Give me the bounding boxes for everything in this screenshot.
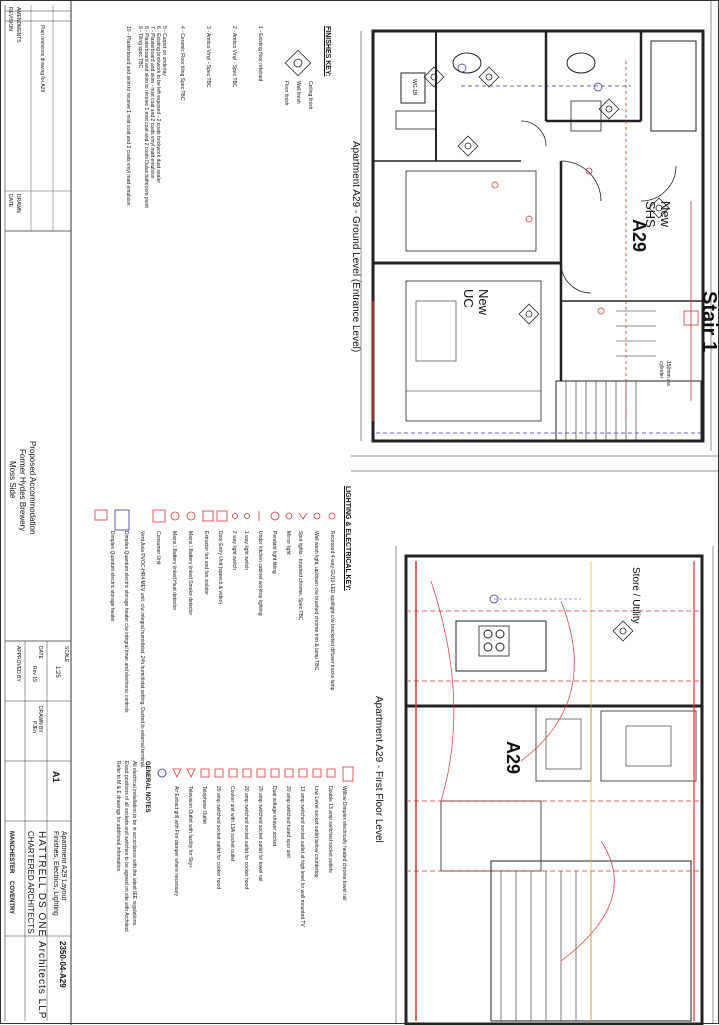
elec-item-5: 20 amp switched fused spur unit xyxy=(285,786,291,858)
first-floor-title: Apartment A29 - First Floor Level xyxy=(373,696,384,843)
duct-label: 150mm dia cylinder xyxy=(658,361,671,386)
elec-item-10: 20 amp switched socket outlet for cooker… xyxy=(215,786,221,890)
elec-item-11: Telephone Outlet xyxy=(201,786,207,824)
elec-item-7: 20 amp switched socket outlet for towel … xyxy=(257,786,263,882)
general-notes-title: GENERAL NOTES xyxy=(144,761,150,813)
elec-item-2: Double 13 amp switched socket outlets xyxy=(327,786,333,873)
store-utility-label: Store / Utility xyxy=(630,567,641,624)
elec-item-4: 13 amp switched socket outlet at high le… xyxy=(299,786,305,927)
new-shs-label: New SHS xyxy=(643,201,673,228)
ground-floor-title: Apartment A29 - Ground Level (Entrance L… xyxy=(350,141,361,353)
elec-item-1: Willow Dimplex electrically heated chrom… xyxy=(341,786,347,901)
elec-item-13: Air Extract grill with Fire damper where… xyxy=(173,786,179,897)
general-note-3: Refer to M & E drawings for additional i… xyxy=(115,761,121,873)
wg-label: WG-1B xyxy=(411,79,417,96)
elec-item-6: Dual voltage shaver socket xyxy=(271,786,277,847)
elec-item-3: Low Level socket outlet below countertop xyxy=(313,786,319,878)
elec-item-8: 20 amp switched socket outlet for cooker… xyxy=(243,786,249,890)
elec-item-12: Television Outlet with facility for Sky+ xyxy=(187,786,193,869)
stair-label: Stair 1 xyxy=(698,291,719,353)
elec-item-9: Cooker unit with 13A socket outlet xyxy=(229,786,235,862)
unit-label-first: A29 xyxy=(503,741,523,775)
general-note-1: All electrical installation to be in acc… xyxy=(131,761,137,927)
general-note-2: Exact positions of all sockets and switc… xyxy=(123,761,129,934)
new-uc-label: New UC xyxy=(461,289,491,316)
